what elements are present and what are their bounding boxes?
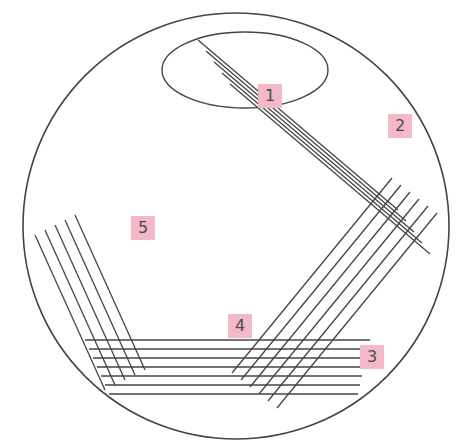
callout-number: 5 bbox=[131, 216, 155, 240]
streak-line bbox=[85, 339, 370, 340]
streak-line bbox=[93, 357, 366, 358]
streak-line bbox=[101, 375, 362, 376]
petri-dish bbox=[23, 13, 449, 439]
streak-line bbox=[97, 366, 364, 367]
callout-number: 1 bbox=[258, 84, 282, 108]
streak-lines bbox=[35, 40, 437, 408]
streak-line bbox=[109, 393, 358, 394]
streak-line bbox=[89, 348, 368, 349]
callout-number: 3 bbox=[360, 345, 384, 369]
streak-line bbox=[232, 178, 392, 373]
streak-line bbox=[65, 220, 135, 375]
streak-line bbox=[206, 51, 406, 221]
streak-line bbox=[222, 73, 422, 243]
streak-line bbox=[277, 213, 437, 408]
streak-line bbox=[198, 40, 398, 210]
streak-line bbox=[268, 206, 428, 401]
streak-line bbox=[259, 199, 419, 394]
callout-number: 2 bbox=[388, 114, 412, 138]
streak-line bbox=[241, 185, 401, 380]
streak-line bbox=[230, 84, 430, 254]
callout-number: 4 bbox=[228, 314, 252, 338]
streak-line bbox=[105, 384, 360, 385]
